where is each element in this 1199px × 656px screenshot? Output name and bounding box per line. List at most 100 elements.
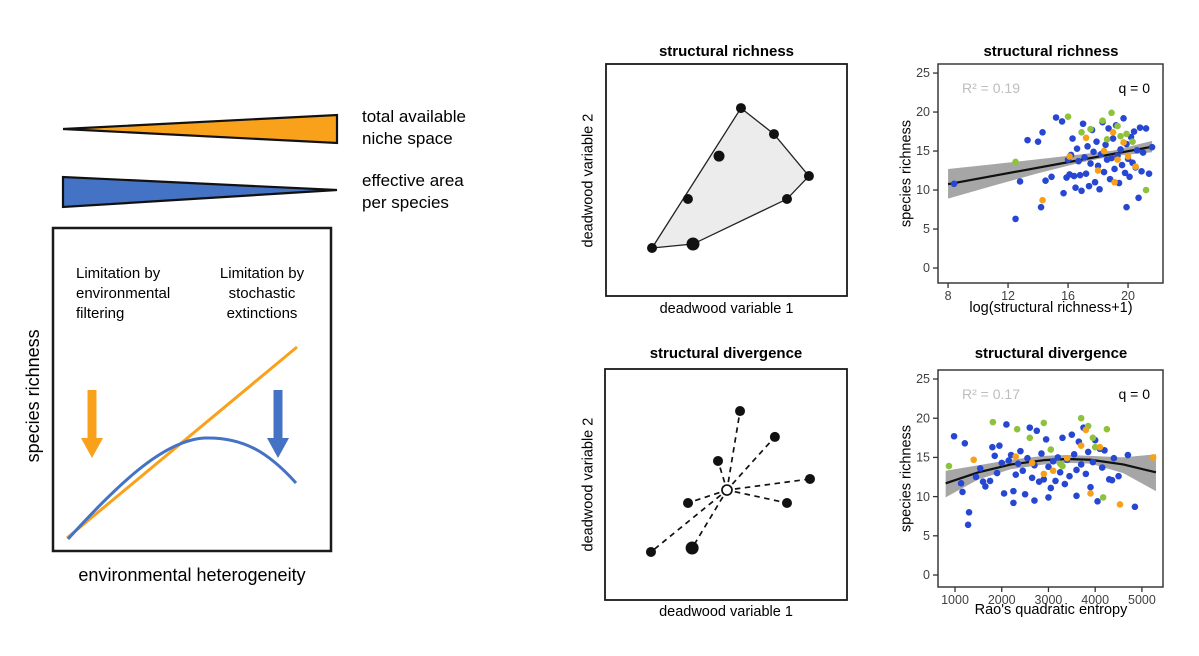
data-point-blue xyxy=(1070,172,1078,180)
data-point-blue xyxy=(950,432,958,440)
left-y-axis-label: species richness xyxy=(23,329,44,463)
data-point-blue xyxy=(1060,189,1067,197)
data-point-blue xyxy=(1039,129,1046,136)
data-point-blue xyxy=(1005,457,1013,464)
niche-space-wedge xyxy=(62,113,339,145)
centroid-circle xyxy=(721,484,733,496)
data-point-blue xyxy=(1089,458,1097,466)
data-point-blue xyxy=(1068,431,1076,438)
data-point-blue xyxy=(1121,169,1129,177)
data-point-blue xyxy=(1012,471,1020,478)
data-point-blue xyxy=(1040,476,1048,483)
chart1-q-label: q = 0 xyxy=(1118,80,1150,96)
data-point-orange xyxy=(1066,153,1073,160)
stochastic-extinction-arrow xyxy=(267,390,289,458)
data-point-blue xyxy=(1052,477,1059,485)
data-point-blue xyxy=(1109,135,1117,142)
divergence-dashed-line xyxy=(717,460,726,483)
x-tick-label: 5000 xyxy=(1128,593,1156,607)
data-point-blue xyxy=(1111,165,1118,173)
data-point-blue xyxy=(1028,474,1036,482)
data-point-blue xyxy=(1139,149,1147,156)
data-point-blue xyxy=(1136,124,1144,131)
data-point-orange xyxy=(1039,196,1046,204)
niche-space-label: total available niche space xyxy=(362,107,466,149)
data-point-blue xyxy=(998,459,1006,467)
data-point-blue xyxy=(1048,173,1055,181)
data-point-orange xyxy=(1124,153,1132,160)
hull-point xyxy=(647,242,658,253)
x-tick-label: 2000 xyxy=(988,593,1016,607)
data-point-orange xyxy=(1049,467,1057,475)
data-point-blue xyxy=(1118,161,1126,169)
data-point-blue xyxy=(959,488,966,496)
y-tick-label: 20 xyxy=(916,105,930,119)
chart2-x-label: Rao's quadratic entropy xyxy=(974,602,1128,618)
data-point-blue xyxy=(1078,187,1085,195)
data-point-blue xyxy=(1061,480,1069,488)
data-point-green xyxy=(1078,129,1085,136)
chart2-q-label: q = 0 xyxy=(1118,386,1150,402)
y-tick-label: 10 xyxy=(916,183,930,197)
data-point-green xyxy=(1047,446,1055,453)
left-x-axis-label: environmental heterogeneity xyxy=(78,565,306,585)
data-point-blue xyxy=(1138,168,1145,175)
chart2-r-squared: R² = 0.17 xyxy=(962,386,1020,402)
data-point-blue xyxy=(1016,178,1024,185)
data-point-blue xyxy=(1003,421,1010,428)
data-point-green xyxy=(1103,136,1111,143)
data-point-orange xyxy=(1149,454,1157,461)
data-point-blue xyxy=(1014,460,1022,467)
data-point-orange xyxy=(1114,156,1121,163)
effective-area-wedge xyxy=(61,175,338,209)
data-point-blue xyxy=(1098,464,1106,471)
data-point-blue xyxy=(1037,203,1045,211)
data-point-blue xyxy=(1085,182,1093,190)
data-point-blue xyxy=(1042,436,1050,443)
hull-panel-x-label: deadwood variable 1 xyxy=(659,301,794,317)
y-tick-label: 25 xyxy=(916,372,930,386)
x-tick-label: 16 xyxy=(1061,289,1075,303)
effective-area-label: effective area per species xyxy=(362,171,464,213)
divergence-dashed-line xyxy=(734,490,788,504)
data-point-blue xyxy=(1012,215,1019,223)
data-point-blue xyxy=(986,477,994,485)
x-tick-label: 4000 xyxy=(1081,593,1109,607)
data-point-blue xyxy=(1070,450,1078,458)
data-point-green xyxy=(1091,443,1099,451)
data-point-orange xyxy=(1012,453,1020,460)
data-point-green xyxy=(1108,109,1115,117)
hull-point xyxy=(735,103,746,114)
data-point-blue xyxy=(1075,157,1082,165)
concept-plot-box xyxy=(51,226,333,553)
hull-panel-y-label: deadwood variable 2 xyxy=(580,113,597,248)
data-point-green xyxy=(1087,125,1094,133)
data-point-blue xyxy=(1033,427,1041,435)
data-point-blue xyxy=(989,443,996,451)
data-point-blue xyxy=(1093,138,1100,145)
data-point-blue xyxy=(1101,447,1108,454)
data-point-blue xyxy=(982,483,989,490)
data-point-green xyxy=(1089,434,1097,442)
data-point-orange xyxy=(1094,167,1102,174)
data-point-blue xyxy=(1110,454,1118,462)
limitation-env-filtering-label: Limitation by environmental filtering xyxy=(76,265,171,322)
divergence-point xyxy=(685,541,699,555)
data-point-orange xyxy=(1096,443,1104,451)
data-point-blue xyxy=(1087,160,1094,167)
divergence-panel-title: structural divergence xyxy=(649,345,803,362)
data-point-blue xyxy=(1017,447,1024,455)
hull-panel-title: structural richness xyxy=(658,43,795,60)
data-point-blue xyxy=(1115,472,1122,480)
data-point-blue xyxy=(1019,467,1027,475)
data-point-blue xyxy=(950,180,958,188)
data-point-blue xyxy=(1126,173,1133,181)
data-point-orange xyxy=(1082,134,1090,142)
data-point-green xyxy=(989,418,997,426)
data-point-blue xyxy=(1073,466,1080,474)
chart1-title: structural richness xyxy=(983,43,1119,60)
chart1-r-squared: R² = 0.19 xyxy=(962,80,1020,96)
data-point-green xyxy=(1012,158,1019,166)
divergence-point xyxy=(645,546,656,557)
